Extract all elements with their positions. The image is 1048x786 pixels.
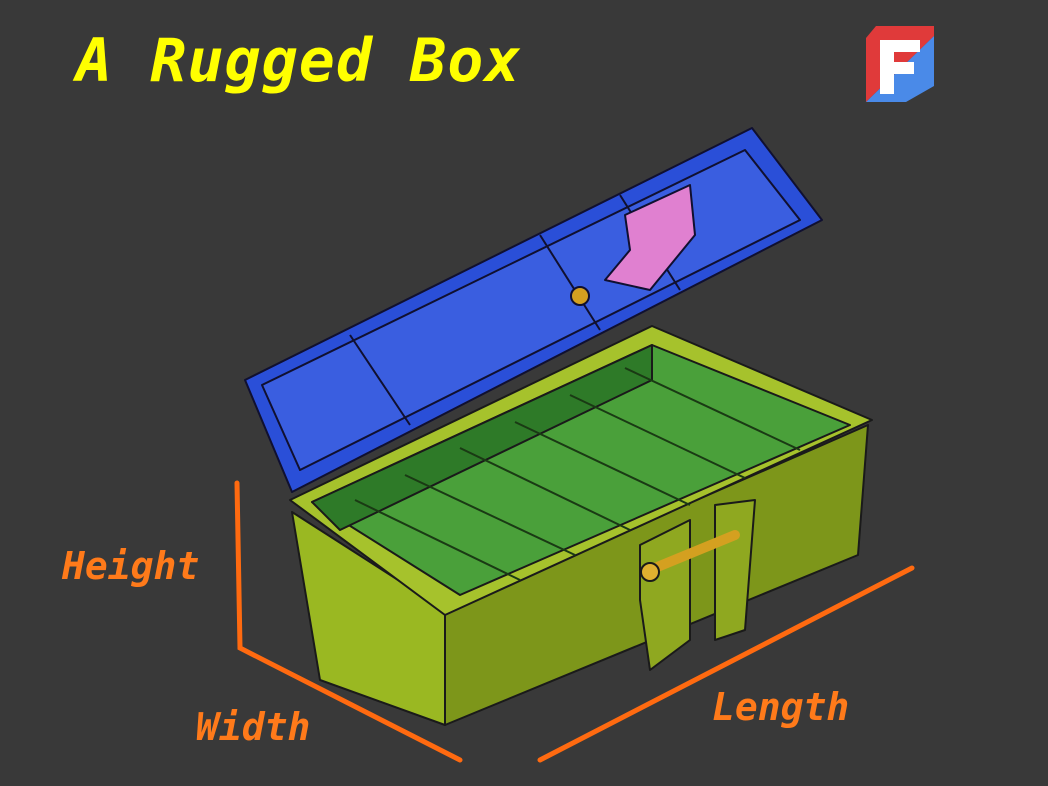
latch-bracket-right [714,499,756,641]
width-label: Width [196,705,311,749]
lid-pin [570,286,590,306]
pin-cap [640,562,660,582]
page-title: A Rugged Box [76,26,522,96]
box-body [289,325,873,726]
hinge-pin [645,530,740,575]
dimension-lines [234,480,915,763]
freecad-logo [866,26,934,102]
latch-bracket [639,519,691,671]
lid-latch [604,184,696,291]
height-width-line [234,480,463,763]
dividers [354,367,801,581]
lid [244,127,823,493]
height-label: Height [62,544,200,588]
length-line [537,565,915,763]
length-label: Length [712,685,850,729]
